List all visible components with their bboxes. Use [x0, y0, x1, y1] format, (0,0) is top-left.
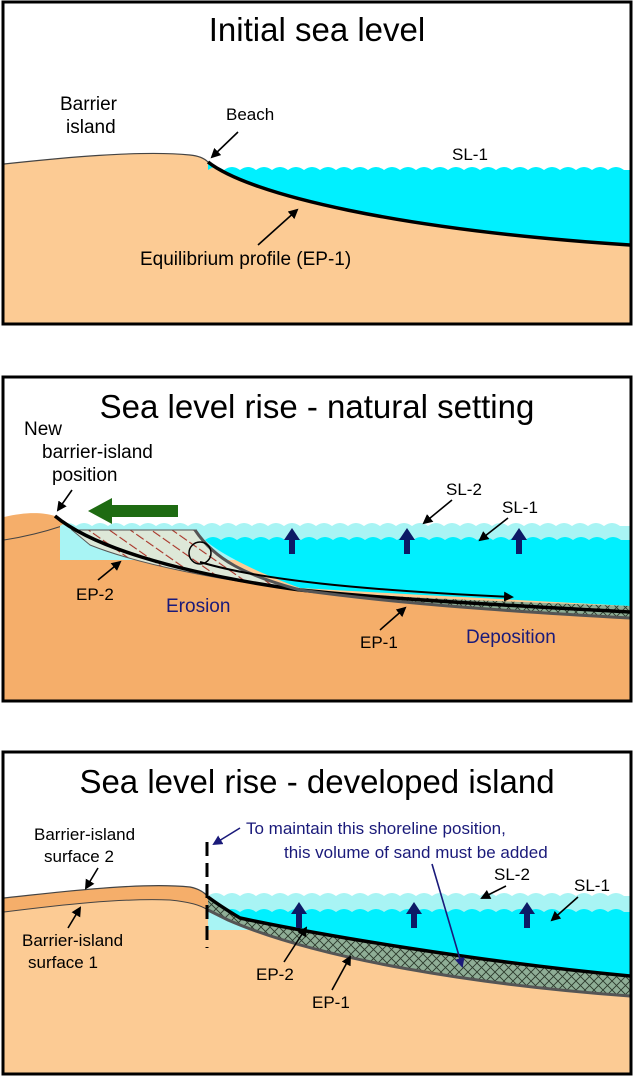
sl-2-arrow: [422, 499, 453, 525]
label-erosion: Erosion: [166, 596, 230, 617]
label-island: island: [66, 117, 116, 138]
barrier-surface-2-line: [4, 885, 209, 899]
new-position-arrow: [56, 489, 73, 512]
note-to-volume-arrow: [431, 863, 465, 968]
equilibrium-profile-line: [206, 160, 630, 247]
sl-1-arrow: [478, 517, 509, 542]
label-sl-1: SL-1: [452, 145, 488, 164]
label-ep-1: EP-1: [312, 993, 350, 1012]
panel-frame: [1, 0, 633, 326]
landward-migration-arrow: [88, 498, 178, 524]
label-equilibrium-profile: Equilibrium profile (EP-1): [140, 249, 351, 270]
ep-arrow: [257, 208, 299, 246]
label-barrier: Barrier: [60, 94, 118, 115]
label-surface-1-line1: Barrier-island: [22, 931, 123, 950]
water-body: [208, 162, 630, 245]
surface-2-arrow: [84, 867, 99, 890]
transfer-origin-circle: [188, 541, 212, 565]
label-sl-2: SL-2: [494, 865, 530, 884]
label-ep-2: EP-2: [256, 965, 294, 984]
added-sand-volume: [208, 897, 630, 996]
label-surface-1-line2: surface 1: [28, 953, 98, 972]
sea-rise-arrow-3: [511, 528, 527, 554]
label-barrier-island: barrier-island: [42, 442, 153, 463]
barrier-surface-old: [4, 525, 63, 541]
ep-2-arrow: [283, 926, 308, 963]
panel-frame: [1, 375, 633, 703]
barrier-surface-1-line: [4, 899, 209, 913]
ep-1-line: [207, 908, 630, 998]
label-beach: Beach: [226, 105, 274, 124]
label-sl-1: SL-1: [502, 498, 538, 517]
label-surface-2-line2: surface 2: [44, 847, 114, 866]
panel-frame: [1, 750, 633, 1076]
sea-rise-arrow-2: [406, 902, 422, 928]
label-surface-2-line1: Barrier-island: [34, 825, 135, 844]
surface-1-arrow: [67, 906, 82, 929]
panel-title: Initial sea level: [209, 11, 425, 48]
label-ep-1: EP-1: [360, 633, 398, 652]
panel-developed-island: Sea level rise - developed island Barrie…: [1, 750, 633, 1076]
sand-body: [4, 153, 630, 323]
sea-rise-arrow-1: [284, 528, 300, 554]
barrier-surface-line: [4, 152, 209, 165]
ep-2-line: [206, 895, 630, 978]
note-to-wall-arrow: [212, 827, 241, 846]
water-body: [205, 537, 630, 606]
ep-1-arrow: [331, 955, 351, 991]
panel-title: Sea level rise - natural setting: [100, 388, 535, 425]
label-new: New: [24, 419, 62, 440]
label-sl-2: SL-2: [446, 480, 482, 499]
label-position: position: [52, 465, 118, 486]
panel-title: Sea level rise - developed island: [79, 763, 554, 800]
ep-1-arrow: [379, 606, 407, 631]
barrier-surface-2-layer: [4, 885, 208, 912]
ep-2-arrow: [97, 560, 122, 581]
note-line-1: To maintain this shoreline position,: [246, 819, 506, 838]
ep-1-line: [193, 529, 630, 620]
panel-natural-setting: Sea level rise - natural setting New bar…: [1, 375, 633, 703]
barrier-island-new: [4, 513, 630, 700]
beach-arrow: [210, 131, 239, 159]
sand-transfer-arrow: [199, 561, 514, 602]
note-line-2: this volume of sand must be added: [284, 843, 548, 862]
sl-2-arrow: [480, 885, 507, 899]
label-deposition: Deposition: [466, 627, 556, 648]
sea-rise-arrow-3: [519, 902, 535, 928]
sl-1-arrow: [550, 896, 579, 922]
panel-initial-sea-level: Initial sea level Barrier island Beach S…: [1, 0, 633, 326]
label-sl-1: SL-1: [574, 876, 610, 895]
label-ep-2: EP-2: [76, 585, 114, 604]
sea-rise-arrow-1: [291, 902, 307, 928]
sea-rise-arrow-2: [399, 528, 415, 554]
